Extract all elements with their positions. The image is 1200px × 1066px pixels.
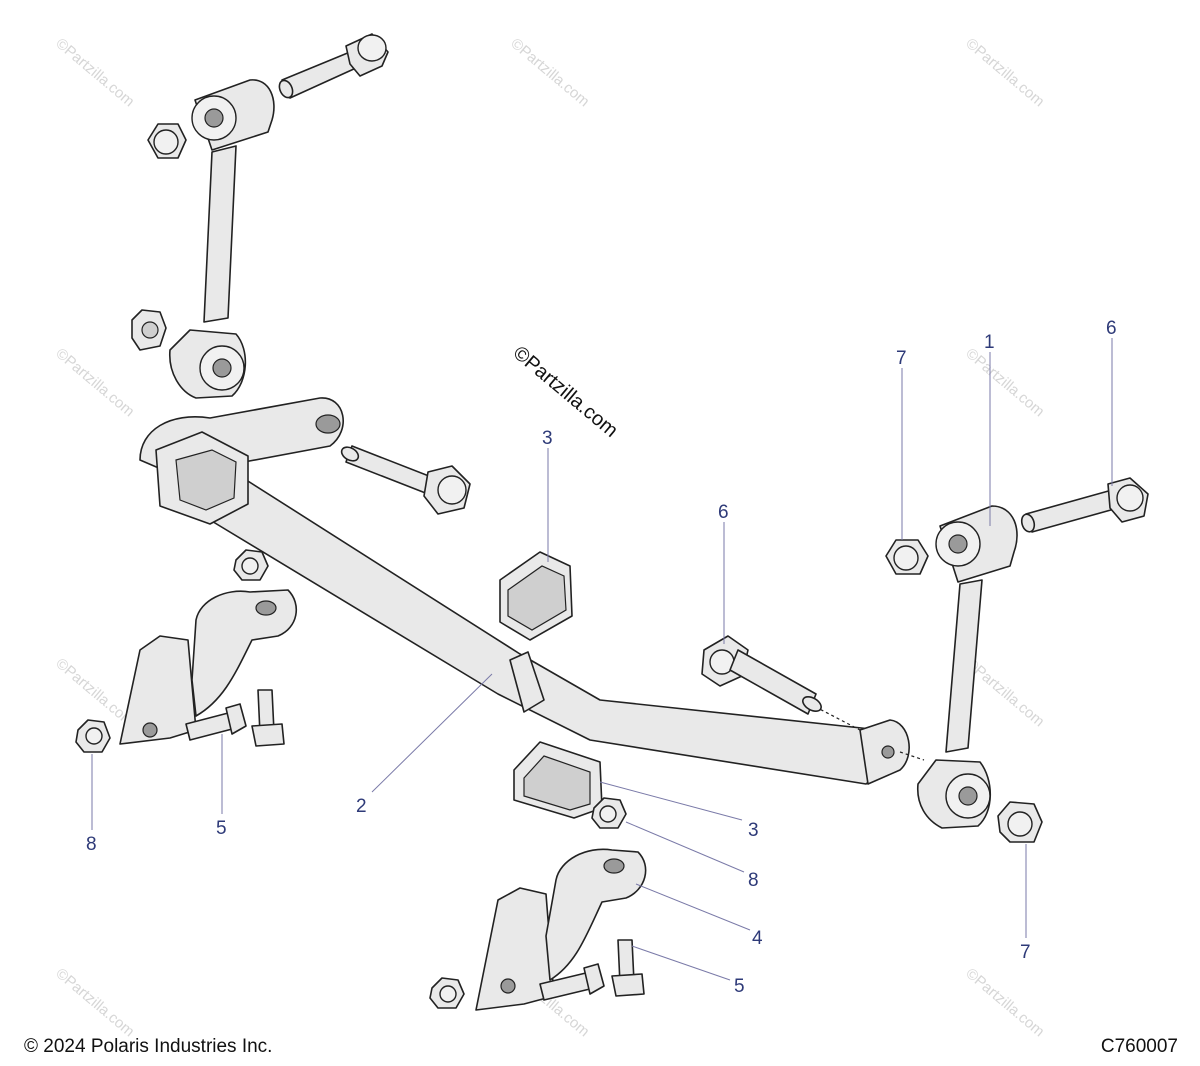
watermark: ©Partzilla.com [52,35,137,110]
callout-7-lower: 7 [1020,942,1031,963]
callout-6-right: 6 [1106,318,1117,339]
left-link-bolt [278,33,389,99]
callout-7-upper: 7 [896,348,907,369]
lower-clamp-bolt-a [539,963,605,1001]
right-link-bolt [1020,477,1149,533]
right-link-upper-eye [935,505,1018,583]
callout-5-lower: 5 [734,976,745,997]
bar-bolt-lower [701,635,822,715]
right-link-rod [945,579,983,753]
callout-4: 4 [752,928,763,949]
copyright-notice: © 2024 Polaris Industries Inc. [24,1036,273,1057]
right-link-nut-lower [997,801,1043,843]
left-flange-nut [75,719,111,753]
left-link-upper-eye [191,79,275,151]
callout-3-lower: 3 [748,820,759,841]
watermark: ©Partzilla.com [962,345,1047,420]
watermarks: ©Partzilla.com ©Partzilla.com ©Partzilla… [52,35,1047,1040]
watermark: ©Partzilla.com [962,35,1047,110]
watermark: ©Partzilla.com [962,965,1047,1040]
callout-8-left: 8 [86,834,97,855]
left-clamp-nut [233,549,269,581]
lower-clamp-bracket [475,848,647,1011]
callout-2: 2 [356,796,367,817]
callout-3-upper: 3 [542,428,553,449]
lower-clamp-bolt-b [611,939,645,997]
right-link-assembly [885,477,1149,843]
bushing-upper [499,551,573,641]
callout-8-lower: 8 [748,870,759,891]
lower-nut [429,977,465,1009]
left-link-rod [203,145,237,323]
left-link-nut-upper [147,123,187,159]
watermark: ©Partzilla.com [52,965,137,1040]
callout-5-left: 5 [216,818,227,839]
watermark-center: ©Partzilla.com [509,342,622,442]
drawing-number: C760007 [1100,1036,1178,1057]
lower-flange-nut-8 [591,797,627,829]
stabilizer-bar [139,397,925,785]
left-link-nut-lower [131,309,167,351]
left-link-assembly [131,33,389,399]
watermark: ©Partzilla.com [507,35,592,110]
callouts: 1 2 3 3 4 5 5 6 6 7 7 8 8 [86,318,1117,997]
left-clamp-bolt-a [185,703,247,741]
bushing-lower [513,741,603,819]
callout-1: 1 [984,332,995,353]
left-link-lower-eye [169,329,247,399]
right-link-nut-upper [885,539,929,575]
left-clamp-bracket [119,589,297,745]
left-clamp-bolt-b [251,689,285,747]
leader-lines [91,338,1113,981]
bar-bolt-upper [340,445,471,515]
callout-6-center: 6 [718,502,729,523]
right-link-lower-eye [917,759,991,829]
watermark: ©Partzilla.com [52,345,137,420]
